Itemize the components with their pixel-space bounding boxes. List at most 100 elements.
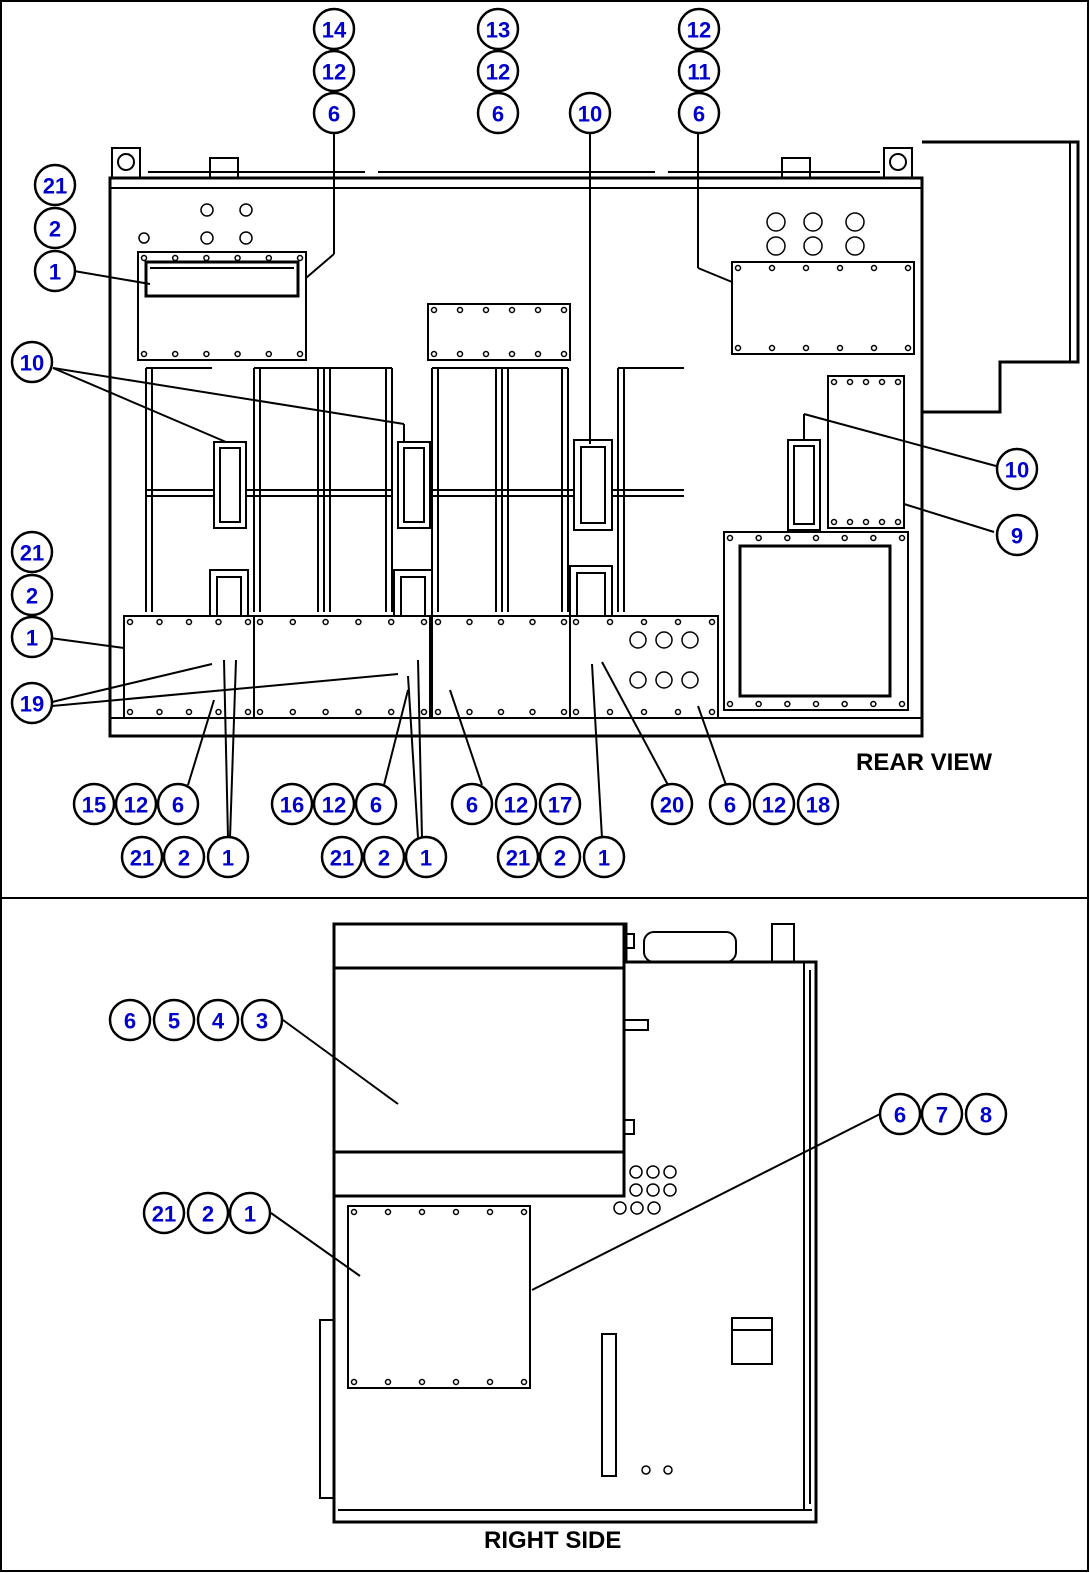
callout-10: 10: [10, 340, 54, 384]
callout-6: 6: [312, 91, 356, 135]
svg-text:21: 21: [130, 846, 154, 871]
svg-text:7: 7: [936, 1103, 948, 1128]
callout-1: 1: [582, 835, 626, 879]
svg-text:21: 21: [43, 174, 67, 199]
svg-text:20: 20: [660, 793, 684, 818]
svg-text:10: 10: [20, 351, 44, 376]
callout-4: 4: [196, 998, 240, 1042]
svg-text:1: 1: [244, 1202, 256, 1227]
callout-6: 6: [677, 91, 721, 135]
callout-6: 6: [878, 1092, 922, 1136]
callout-12: 12: [312, 782, 356, 826]
callout-2: 2: [538, 835, 582, 879]
svg-text:6: 6: [466, 793, 478, 818]
svg-text:1: 1: [420, 846, 432, 871]
svg-text:6: 6: [693, 102, 705, 127]
svg-text:1: 1: [49, 260, 61, 285]
rear-leader-lines: [49, 128, 997, 839]
svg-text:1: 1: [222, 846, 234, 871]
side-leader-lines: [270, 1019, 881, 1291]
svg-text:2: 2: [378, 846, 390, 871]
svg-text:17: 17: [548, 793, 572, 818]
callout-15: 15: [72, 782, 116, 826]
callout-7: 7: [920, 1092, 964, 1136]
callout-1: 1: [33, 249, 77, 293]
callout-12: 12: [312, 49, 356, 93]
svg-text:6: 6: [724, 793, 736, 818]
svg-text:21: 21: [506, 846, 530, 871]
svg-text:21: 21: [20, 541, 44, 566]
callout-5: 5: [152, 998, 196, 1042]
svg-text:8: 8: [980, 1103, 992, 1128]
callout-6: 6: [108, 998, 152, 1042]
callout-12: 12: [494, 782, 538, 826]
svg-text:15: 15: [82, 793, 106, 818]
svg-text:6: 6: [894, 1103, 906, 1128]
callout-2: 2: [33, 206, 77, 250]
callout-6: 6: [450, 782, 494, 826]
callout-11: 11: [677, 49, 721, 93]
callout-1: 1: [228, 1191, 272, 1235]
svg-text:2: 2: [554, 846, 566, 871]
callout-21: 21: [496, 835, 540, 879]
rear-view: REAR VIEW: [49, 128, 1080, 839]
callout-1: 1: [404, 835, 448, 879]
callout-9: 9: [995, 513, 1039, 557]
svg-text:1: 1: [598, 846, 610, 871]
rear-cabinet-outline: [108, 176, 924, 738]
svg-text:12: 12: [762, 793, 786, 818]
callout-14: 14: [312, 7, 356, 51]
callout-10: 10: [995, 447, 1039, 491]
callout-10: 10: [568, 91, 612, 135]
callout-6: 6: [476, 91, 520, 135]
callout-2: 2: [10, 573, 54, 617]
callout-21: 21: [120, 835, 164, 879]
callout-12: 12: [752, 782, 796, 826]
callout-21: 21: [142, 1191, 186, 1235]
svg-text:5: 5: [168, 1009, 180, 1034]
callout-1: 1: [206, 835, 250, 879]
svg-text:9: 9: [1011, 524, 1023, 549]
svg-text:2: 2: [178, 846, 190, 871]
svg-text:18: 18: [806, 793, 830, 818]
callout-20: 20: [650, 782, 694, 826]
callout-2: 2: [362, 835, 406, 879]
svg-text:12: 12: [687, 18, 711, 43]
callout-12: 12: [476, 49, 520, 93]
svg-text:2: 2: [49, 217, 61, 242]
callout-18: 18: [796, 782, 840, 826]
svg-text:16: 16: [280, 793, 304, 818]
svg-text:3: 3: [256, 1009, 268, 1034]
svg-text:6: 6: [124, 1009, 136, 1034]
svg-text:12: 12: [124, 793, 148, 818]
callout-13: 13: [476, 7, 520, 51]
right-side-view: RIGHT SIDE: [270, 922, 881, 1554]
callout-21: 21: [33, 163, 77, 207]
svg-text:14: 14: [322, 18, 347, 43]
svg-text:21: 21: [330, 846, 354, 871]
svg-text:6: 6: [370, 793, 382, 818]
svg-text:12: 12: [504, 793, 528, 818]
svg-text:6: 6: [492, 102, 504, 127]
callout-6: 6: [708, 782, 752, 826]
callout-6: 6: [156, 782, 200, 826]
callout-17: 17: [538, 782, 582, 826]
svg-text:6: 6: [172, 793, 184, 818]
callout-21: 21: [10, 530, 54, 574]
callout-3: 3: [240, 998, 284, 1042]
callout-12: 12: [114, 782, 158, 826]
callout-2: 2: [186, 1191, 230, 1235]
svg-text:4: 4: [212, 1009, 225, 1034]
svg-text:10: 10: [578, 102, 602, 127]
svg-text:21: 21: [152, 1202, 176, 1227]
svg-text:2: 2: [202, 1202, 214, 1227]
svg-text:12: 12: [486, 60, 510, 85]
callout-6: 6: [354, 782, 398, 826]
svg-text:12: 12: [322, 60, 346, 85]
svg-text:12: 12: [322, 793, 346, 818]
rear-view-label: REAR VIEW: [856, 749, 992, 776]
callout-12: 12: [677, 7, 721, 51]
